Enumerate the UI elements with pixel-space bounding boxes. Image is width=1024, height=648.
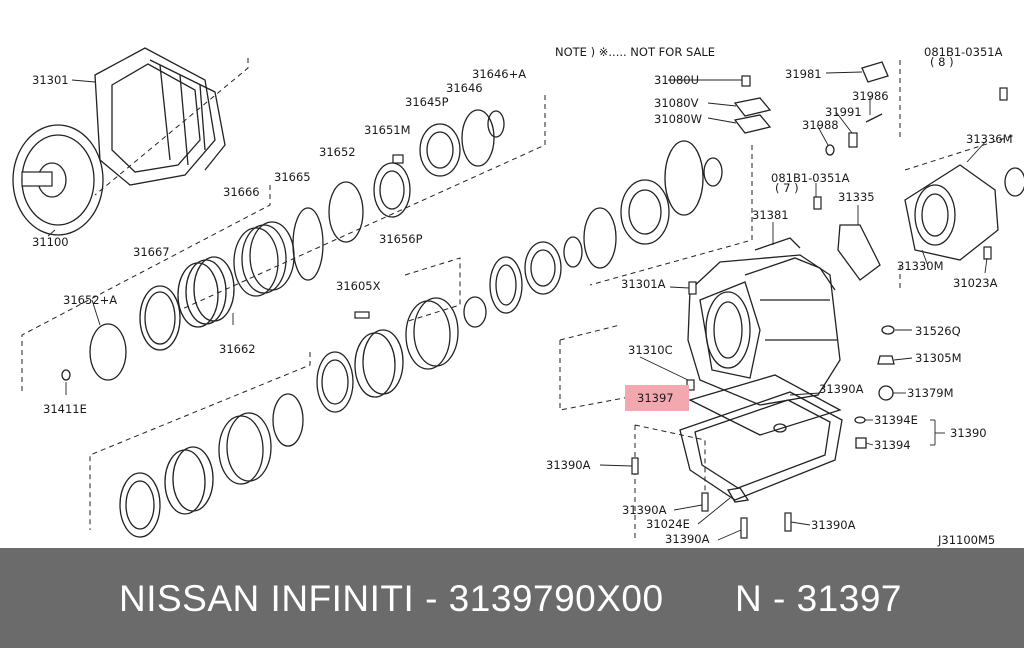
small-hardware: [631, 61, 1008, 539]
highlight-31397: [625, 385, 689, 411]
label-31667: 31667: [133, 245, 170, 259]
label-31605x: 31605X: [336, 279, 381, 293]
label-31656p: 31656P: [379, 232, 423, 246]
label-31666: 31666: [223, 185, 260, 199]
label-31646: 31646: [446, 81, 483, 95]
label-31651m: 31651M: [364, 123, 411, 137]
label-31652: 31652: [319, 145, 356, 159]
label-31330m: 31330M: [897, 259, 944, 273]
extension-housing: [837, 164, 1024, 281]
label-31652a: 31652+A: [63, 293, 117, 307]
exploded-parts-diagram: NOTE ) ※..... NOT FOR SALE 31301 31100 3…: [12, 45, 1024, 547]
label-31100: 31100: [32, 235, 69, 249]
label-31646a: 31646+A: [472, 67, 526, 81]
label-31988: 31988: [802, 118, 839, 132]
label-bolt2-qty: ( 7 ): [775, 181, 799, 195]
label-31390a-mid: 31390A: [819, 382, 864, 396]
clutch-stacks: [61, 109, 723, 538]
label-31390a-b1: 31390A: [622, 503, 667, 517]
label-31390a-b2: 31390A: [665, 532, 710, 546]
banner-brand-part-number: NISSAN INFINITI - 3139790X00: [119, 578, 664, 619]
converter-housing: [71, 47, 226, 186]
note-text: NOTE ) ※..... NOT FOR SALE: [555, 45, 715, 59]
label-31080v: 31080V: [654, 96, 699, 110]
label-31411e: 31411E: [43, 402, 87, 416]
label-31023a: 31023A: [953, 276, 998, 290]
label-31526q: 31526Q: [915, 324, 961, 338]
label-31394: 31394: [874, 438, 911, 452]
label-31662: 31662: [219, 342, 256, 356]
label-31379m: 31379M: [907, 386, 954, 400]
leader-lines: [65, 71, 988, 541]
label-31024e: 31024E: [646, 517, 690, 531]
label-31301: 31301: [32, 73, 69, 87]
label-31986: 31986: [852, 89, 889, 103]
label-31390: 31390: [950, 426, 987, 440]
diagram-canvas: NOTE ) ※..... NOT FOR SALE 31301 31100 3…: [12, 45, 1024, 547]
label-31981: 31981: [785, 67, 822, 81]
label-31991: 31991: [825, 105, 862, 119]
label-31301a: 31301A: [621, 277, 666, 291]
label-31080w: 31080W: [654, 112, 702, 126]
label-31310c: 31310C: [628, 343, 673, 357]
torque-converter: [12, 124, 104, 237]
label-31397: 31397: [637, 391, 674, 405]
dashed-boundaries: [21, 58, 1016, 540]
diagram-code: J31100M5: [937, 533, 995, 547]
label-31390a-r: 31390A: [811, 518, 856, 532]
transmission-case: [686, 237, 841, 406]
label-bolt1-qty: ( 8 ): [930, 55, 954, 69]
label-bolt2: 081B1-0351A: [771, 171, 850, 185]
label-31335: 31335: [838, 190, 875, 204]
label-31665: 31665: [274, 170, 311, 184]
label-31305m: 31305M: [915, 351, 962, 365]
part-labels: NOTE ) ※..... NOT FOR SALE 31301 31100 3…: [32, 45, 1013, 547]
label-31080u: 31080U: [654, 73, 699, 87]
label-31390a-left: 31390A: [546, 458, 591, 472]
footer-banner: NISSAN INFINITI - 3139790X00 N - 31397: [0, 548, 1024, 648]
label-31336m: 31336M: [966, 132, 1013, 146]
label-31381: 31381: [752, 208, 789, 222]
label-bolt1: 081B1-0351A: [924, 45, 1003, 59]
banner-diagram-reference: N - 31397: [735, 578, 902, 619]
label-31645p: 31645P: [405, 95, 449, 109]
label-31394e: 31394E: [874, 413, 918, 427]
oil-pan: [679, 374, 843, 501]
